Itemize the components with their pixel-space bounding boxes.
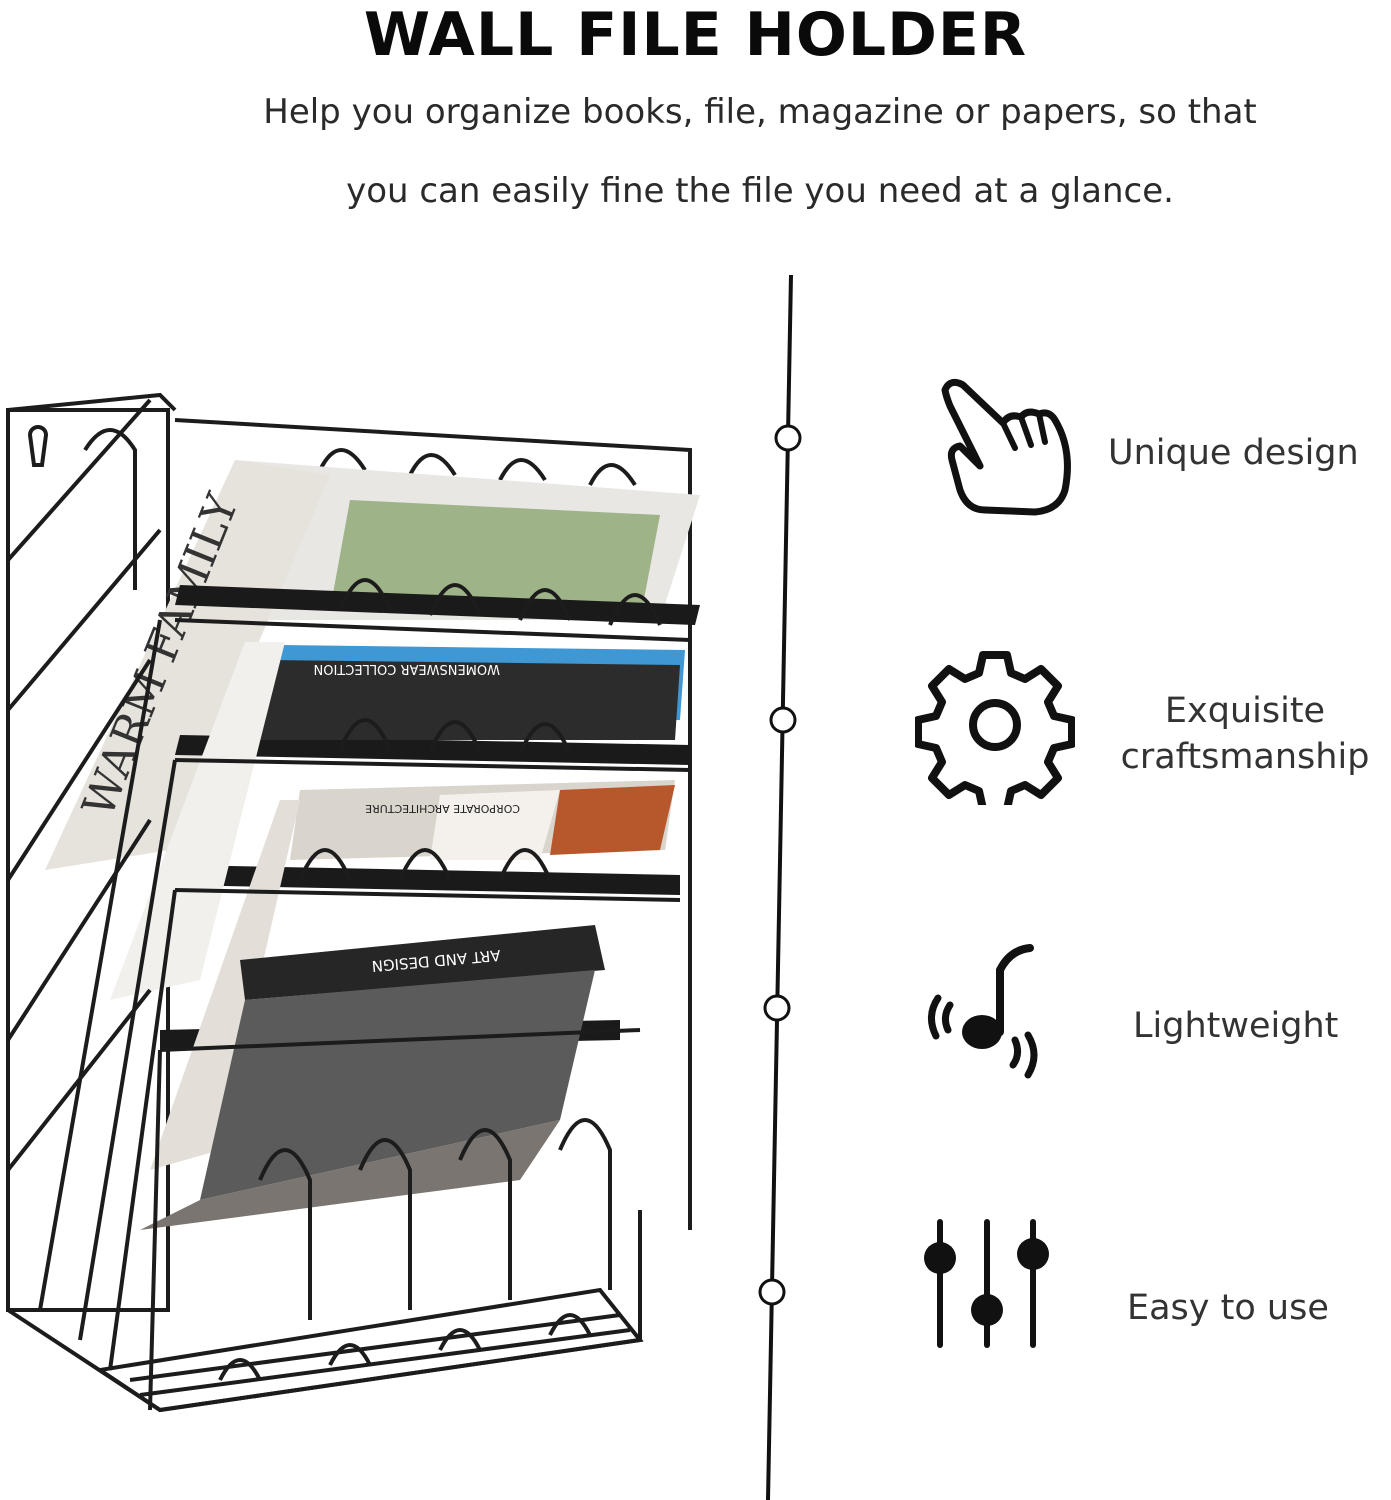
feature-label-exquisite-craftsmanship: Exquisite craftsmanship xyxy=(1105,688,1385,780)
hand-pointer-icon xyxy=(941,378,1071,516)
music-note-icon xyxy=(928,944,1038,1079)
spine-text-3: CORPORATE ARCHITECTURE xyxy=(365,802,520,815)
feature-label-easy-to-use: Easy to use xyxy=(1127,1288,1329,1328)
page-title: WALL FILE HOLDER xyxy=(363,0,1028,70)
wall-file-holder-image: WARM FAMILY WOMENSWEAR COLLECTION CORPOR… xyxy=(6,392,700,1413)
timeline-node xyxy=(769,706,797,734)
feature-label-line-2: craftsmanship xyxy=(1120,737,1370,777)
feature-label-line-1: Exquisite xyxy=(1164,691,1326,731)
feature-label-unique-design: Unique design xyxy=(1108,433,1359,473)
gear-icon xyxy=(915,651,1075,805)
timeline-node xyxy=(758,1278,786,1306)
subtitle-line-2: you can easily fine the file you need at… xyxy=(346,171,1174,211)
feature-label-lightweight: Lightweight xyxy=(1133,1006,1339,1046)
subtitle-line-1: Help you organize books, file, magazine … xyxy=(263,92,1257,132)
sliders-icon xyxy=(924,1219,1049,1348)
timeline-node xyxy=(774,424,802,452)
timeline-node xyxy=(763,994,791,1022)
spine-text-2: WOMENSWEAR COLLECTION xyxy=(314,661,500,676)
hanging-hole-icon xyxy=(27,425,49,467)
timeline-line xyxy=(766,274,793,1500)
